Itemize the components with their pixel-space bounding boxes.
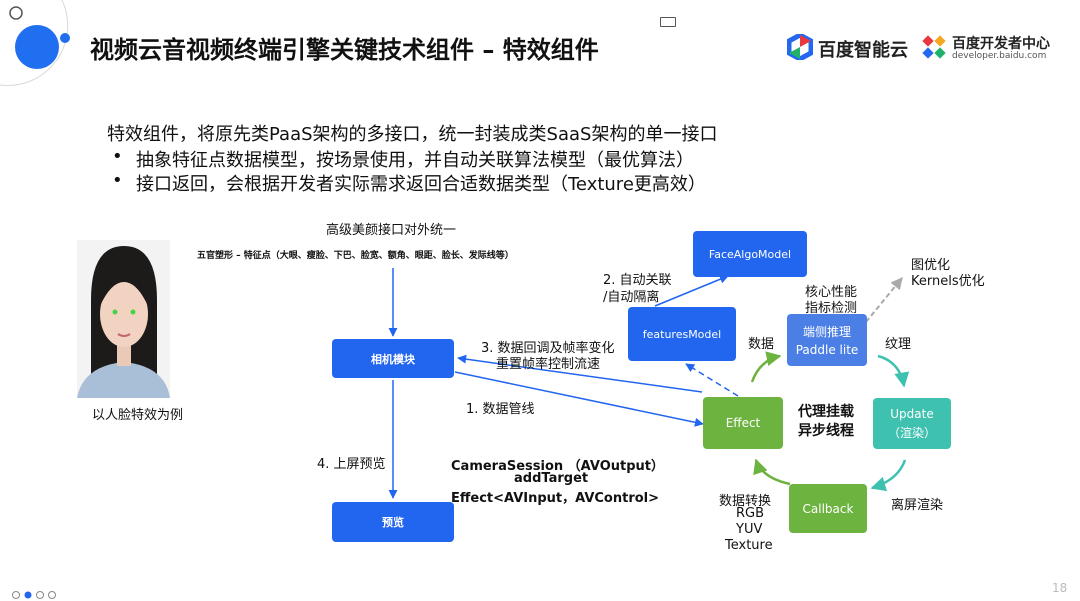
decorative-circles [0, 0, 70, 86]
paddle-to-graph-dashed-arrow [865, 277, 903, 323]
bullet-1: 抽象特征点数据模型，按场景使用，并自动关联算法模型（最优算法） [136, 150, 694, 171]
dev-center-logo-icon [922, 35, 946, 59]
slide-nav-dots[interactable] [12, 590, 62, 600]
bullet-2: 接口返回，会根据开发者实际需求返回合适数据类型（Texture更高效） [136, 174, 706, 195]
update-line1: Update [890, 406, 934, 421]
dev-center-url: developer.baidu.com [952, 51, 1047, 61]
auto-assoc-label-1: 2. 自动关联 [603, 273, 672, 288]
screen-icon [660, 17, 676, 27]
face-algo-model-box: FaceAlgoModel [693, 231, 807, 277]
face-photo [77, 240, 170, 398]
data-label: 数据 [748, 337, 775, 352]
core-label-2: 指标检测 [805, 301, 858, 316]
core-label-1: 核心性能 [805, 285, 858, 300]
callback-label-1: 3. 数据回调及帧率变化 [481, 341, 615, 356]
callback-arrow [457, 354, 703, 393]
effect-box: Effect [703, 397, 783, 449]
features-model-box: featuresModel [628, 307, 736, 361]
camera-module-box: 相机模块 [332, 339, 454, 378]
dev-center-brand: 百度开发者中心 [952, 36, 1050, 52]
yuv-label: YUV [736, 522, 763, 537]
paddle-to-update-arrow [877, 354, 910, 388]
update-box: Update （渲染） [873, 398, 951, 449]
face-algo-model-label: FaceAlgoModel [708, 247, 792, 261]
graph-opt-label-1: 图优化 [911, 258, 951, 273]
effect-to-features-dashed-arrow [685, 363, 739, 397]
features-model-label: featuresModel [642, 327, 722, 341]
proxy-label-2: 异步线程 [798, 423, 854, 439]
preview-label: 预览 [382, 516, 404, 529]
camera-module-label: 相机模块 [371, 352, 415, 366]
photo-caption: 以人脸特效为例 [92, 408, 184, 423]
update-to-callback-arrow [870, 459, 907, 492]
update-line2: （渲染） [887, 425, 936, 440]
preview-arrow-label: 4. 上屏预览 [317, 457, 386, 472]
paddle-line2: Paddle lite [795, 343, 859, 357]
callback-label-2: 重置帧率控制流速 [496, 357, 601, 372]
graph-opt-label-2: Kernels优化 [911, 274, 985, 289]
pipeline-label: 1. 数据管线 [466, 402, 535, 417]
features-to-facealgo-arrow [654, 274, 729, 307]
tex-label: Texture [725, 538, 773, 553]
baidu-cloud-logo-icon [787, 34, 813, 60]
bullet-dot-2: • [112, 170, 123, 191]
auto-assoc-label-2: /自动隔离 [603, 290, 660, 305]
feature-points-label: 五官塑形 – 特征点（大眼、瘦脸、下巴、脸宽、额角、眼距、脸长、发际线等） [197, 251, 514, 261]
texture-label: 纹理 [885, 337, 912, 352]
intro-line: 特效组件，将原先类PaaS架构的多接口，统一封装成类SaaS架构的单一接口 [107, 124, 718, 145]
effect-label: Effect [725, 416, 761, 430]
callback-to-effect-arrow [753, 458, 791, 486]
paddle-line1: 端侧推理 [802, 325, 851, 339]
page-number: 18 [1052, 581, 1068, 595]
code-line-3: Effect<AVInput，AVControl> [451, 491, 660, 506]
rgb-label: RGB [736, 506, 765, 521]
callback-box: Callback [789, 484, 867, 533]
callback-label: Callback [802, 501, 854, 516]
preview-box: 预览 [332, 502, 454, 542]
baidu-cloud-brand: 百度智能云 [818, 40, 908, 61]
code-line-1: CameraSession （AVOutput） [451, 459, 664, 474]
pipeline-arrow [454, 371, 704, 427]
page-title: 视频云音视频终端引擎关键技术组件 – 特效组件 [90, 36, 599, 64]
paddle-lite-box: 端侧推理 Paddle lite [787, 314, 867, 366]
effect-to-paddle-arrow [750, 351, 782, 383]
api-title: 高级美颜接口对外统一 [326, 223, 457, 238]
convert-label: 数据转换 [719, 494, 772, 509]
offscreen-label: 离屏渲染 [891, 498, 944, 513]
bullet-dot-1: • [112, 146, 123, 167]
proxy-label-1: 代理挂载 [798, 404, 854, 420]
code-line-2: addTarget [514, 471, 589, 486]
